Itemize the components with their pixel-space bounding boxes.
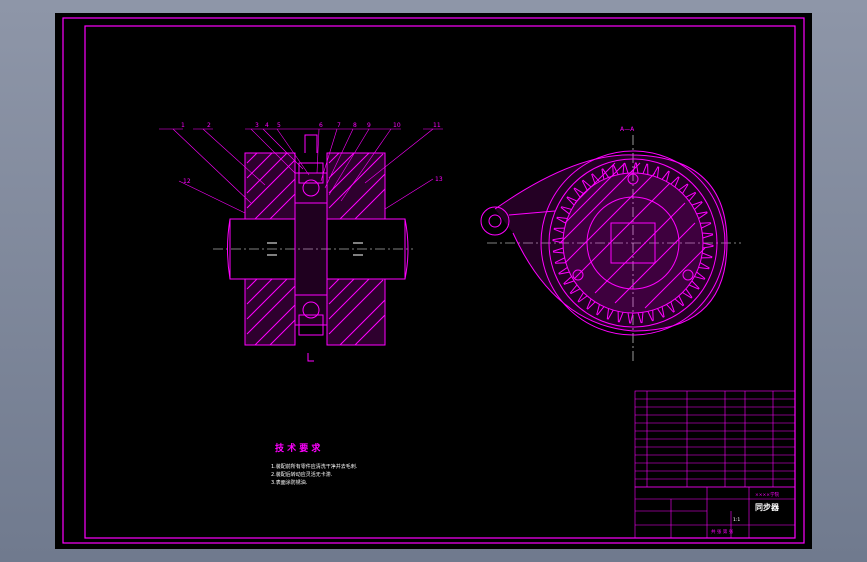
balloon-label: 1 (181, 122, 185, 129)
gear-tooth (581, 179, 592, 191)
gear-tooth (688, 280, 700, 290)
gear-tooth (701, 252, 713, 259)
gear-tooth (577, 292, 588, 303)
gear-tooth (694, 271, 706, 280)
tech-requirements-title: 技 术 要 求 (275, 442, 321, 454)
gear-tooth (596, 304, 605, 316)
balloon-labels: 1 2 3 4 5 6 7 8 9 10 11 12 13 (181, 122, 443, 185)
gear-tooth (617, 311, 624, 323)
aa-view (480, 135, 741, 363)
balloon-label: 3 (255, 122, 259, 129)
sheet-info: 共 张 第 张 (711, 528, 734, 535)
gear-tooth (674, 295, 685, 307)
balloon-label: 6 (319, 122, 323, 129)
balloon-label: 11 (433, 122, 441, 129)
gear-tooth (552, 237, 564, 244)
gear-tooth (558, 267, 570, 275)
gear-tooth (554, 257, 566, 264)
gear-tooth (702, 232, 714, 239)
gear-tooth (556, 216, 568, 224)
cad-viewport[interactable]: 1 2 3 4 5 6 7 8 9 10 11 12 13 (55, 13, 812, 549)
outer-border (62, 17, 805, 544)
scale-value: 1:1 (733, 517, 740, 523)
gear-tooth (666, 301, 675, 313)
balloon-leaders (159, 128, 443, 214)
balloon-label: 2 (207, 122, 211, 129)
balloon-label: 5 (277, 122, 281, 129)
tech-note: 2.装配后转动应灵活无卡滞. (271, 471, 333, 478)
balloon-label: 9 (367, 122, 371, 129)
gear-tooth (606, 308, 614, 320)
gear-tooth (569, 284, 581, 295)
gear-tooth (682, 288, 693, 299)
gear-tooth (632, 162, 639, 174)
gear-tooth (552, 247, 564, 254)
company-name: ××××学院 (755, 491, 780, 498)
drawing-title: 同步器 (755, 502, 780, 512)
gear-tooth (678, 183, 689, 194)
gear-tooth (642, 163, 649, 175)
gear-tooth (670, 176, 680, 188)
gear-tooth (601, 168, 609, 180)
inner-border (84, 25, 796, 539)
gear-tooth (573, 187, 584, 198)
gear-tooth (691, 201, 703, 210)
gear-tooth (696, 211, 708, 219)
gear-tooth (591, 173, 600, 185)
gear-tooth (685, 191, 697, 202)
section-view (213, 134, 413, 362)
gear-tooth (566, 196, 578, 206)
gear-tooth (700, 222, 712, 229)
balloon-label: 4 (265, 122, 269, 129)
tech-note: 3.表面涂防锈油. (271, 479, 308, 486)
view-label: A—A (620, 126, 635, 133)
gear-tooth (661, 170, 670, 182)
gear-tooth (652, 166, 660, 178)
gear-tooth (627, 312, 634, 324)
gear-tooth (637, 312, 644, 324)
title-block (634, 486, 796, 539)
cad-drawing: 1 2 3 4 5 6 7 8 9 10 11 12 13 (62, 17, 805, 544)
gear-tooth (698, 262, 710, 270)
balloon-label: 12 (183, 178, 191, 185)
gear-tooth (657, 306, 665, 318)
gear-tooth (702, 242, 714, 249)
parts-list (634, 390, 796, 488)
balloon-label: 10 (393, 122, 401, 129)
gear-tooth (647, 310, 654, 322)
balloon-label: 8 (353, 122, 357, 129)
gear-tooth (586, 298, 596, 310)
gear-tooth (553, 227, 565, 234)
balloon-label: 7 (337, 122, 341, 129)
gear-tooth (563, 276, 575, 285)
gear-tooth (560, 206, 572, 215)
tech-note: 1.装配前所有零件应清洗干净并去毛刺. (271, 463, 358, 470)
balloon-label: 13 (435, 176, 443, 183)
